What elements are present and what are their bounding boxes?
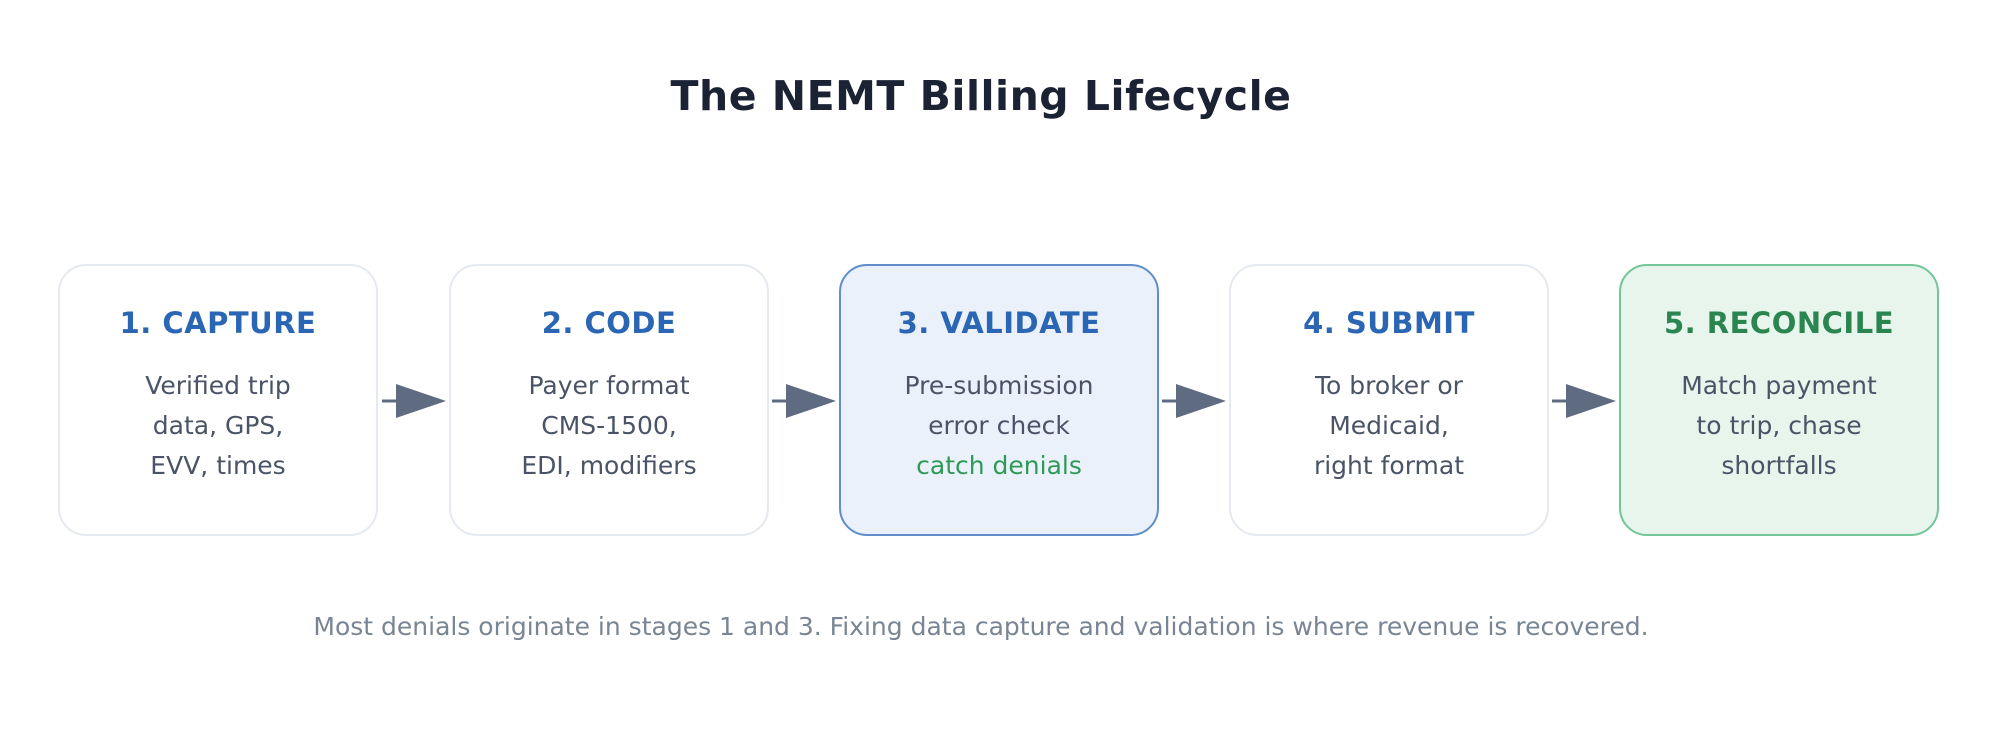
stage-title: 3. VALIDATE xyxy=(897,306,1101,340)
stage-description-line: Verified trip xyxy=(145,371,291,400)
stage-validate: 3. VALIDATE Pre-submission error check c… xyxy=(839,264,1159,536)
stage-description-line: right format xyxy=(1313,451,1465,480)
arrow-right-icon xyxy=(1552,384,1616,418)
stage-description-line: Match payment xyxy=(1681,371,1877,400)
stage-description: Pre-submission error check catch denials xyxy=(841,366,1157,486)
stage-description-line: To broker or xyxy=(1315,371,1463,400)
stage-description-line: to trip, chase xyxy=(1696,411,1862,440)
stage-description: To broker or Medicaid, right format xyxy=(1231,366,1547,486)
stage-description-line: Payer format xyxy=(528,371,690,400)
stage-code: 2. CODE Payer format CMS-1500, EDI, modi… xyxy=(449,264,769,536)
stage-description-line: error check xyxy=(928,411,1070,440)
footnote: Most denials originate in stages 1 and 3… xyxy=(313,612,1649,641)
stage-description-line: Medicaid, xyxy=(1329,411,1449,440)
arrow-right-icon xyxy=(772,384,836,418)
arrow-right-icon xyxy=(1162,384,1226,418)
stage-description-line: shortfalls xyxy=(1721,451,1837,480)
stage-description-line: Pre-submission xyxy=(904,371,1094,400)
stage-reconcile: 5. RECONCILE Match payment to trip, chas… xyxy=(1619,264,1939,536)
stage-description-accent-line: catch denials xyxy=(916,451,1082,480)
stage-title: 2. CODE xyxy=(541,306,677,340)
stage-capture: 1. CAPTURE Verified trip data, GPS, EVV,… xyxy=(58,264,378,536)
stage-title: 4. SUBMIT xyxy=(1303,306,1475,340)
stage-description: Payer format CMS-1500, EDI, modifiers xyxy=(451,366,767,486)
stage-submit: 4. SUBMIT To broker or Medicaid, right f… xyxy=(1229,264,1549,536)
stage-title: 5. RECONCILE xyxy=(1664,306,1894,340)
stage-description-line: EDI, modifiers xyxy=(521,451,697,480)
stage-description: Match payment to trip, chase shortfalls xyxy=(1621,366,1937,486)
stage-title: 1. CAPTURE xyxy=(119,306,317,340)
stage-description-line: CMS-1500, xyxy=(541,411,677,440)
stage-description-line: data, GPS, xyxy=(152,411,284,440)
stage-description-line: EVV, times xyxy=(150,451,286,480)
stage-description: Verified trip data, GPS, EVV, times xyxy=(60,366,376,486)
diagram-title: The NEMT Billing Lifecycle xyxy=(670,72,1292,120)
arrow-right-icon xyxy=(382,384,446,418)
